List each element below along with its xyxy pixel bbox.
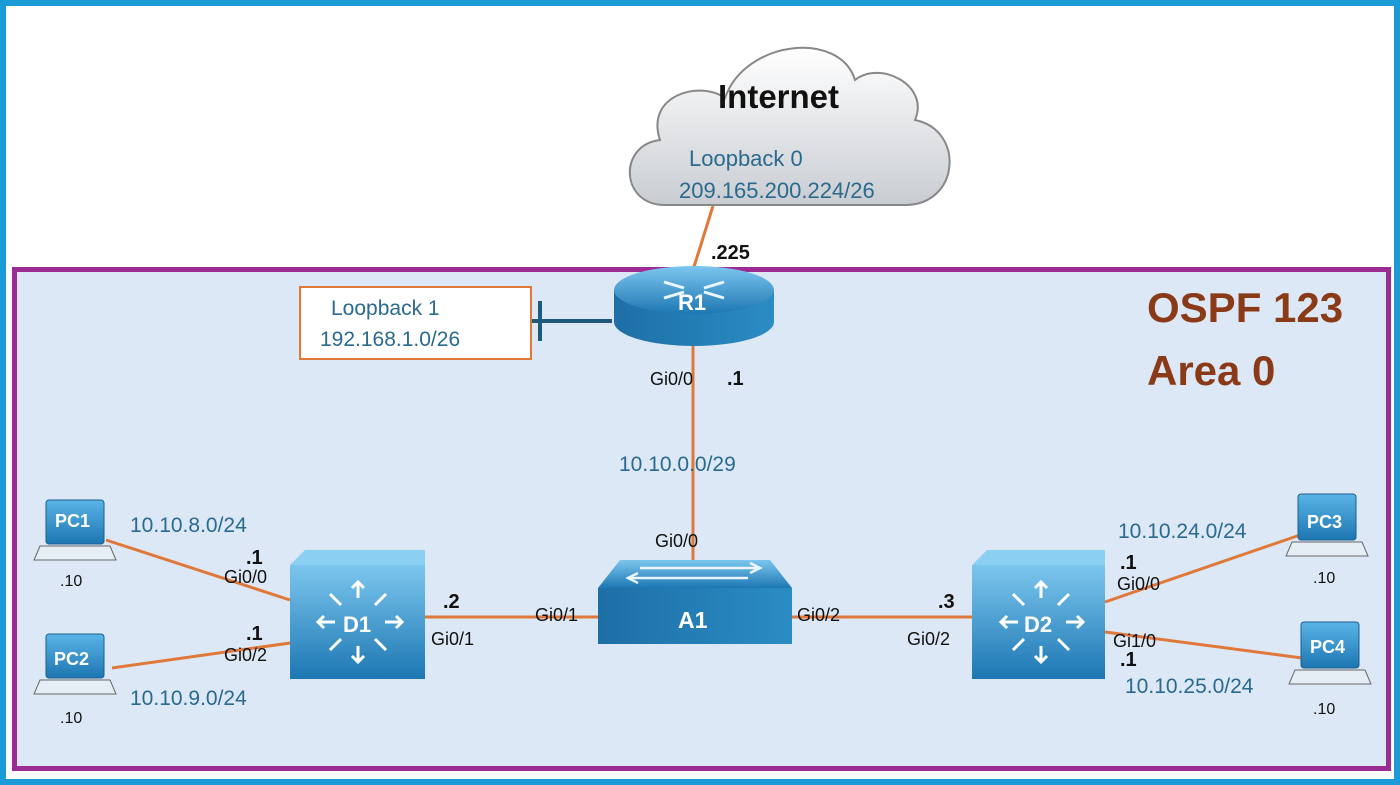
pc2-label: PC2 [54, 649, 90, 669]
r1-label: R1 [678, 290, 707, 315]
d1-pc1-port: Gi0/0 [224, 567, 268, 587]
r1-port: Gi0/0 [650, 369, 694, 389]
pc4-label: PC4 [1310, 637, 1346, 657]
d2-pc4-ip: .1 [1120, 649, 1137, 671]
d1-pc2-ip: .1 [246, 623, 263, 645]
internet-label: Internet [718, 78, 840, 115]
link-internet-r1 [691, 205, 715, 271]
router-r1-icon [614, 266, 774, 346]
pc3-network: 10.10.24.0/24 [1118, 520, 1247, 543]
pc4-network: 10.10.25.0/24 [1125, 675, 1254, 698]
switch-d2-icon [972, 550, 1105, 679]
d1-uplink-port: Gi0/1 [431, 629, 475, 649]
pc1-label: PC1 [55, 511, 91, 531]
d1-pc1-ip: .1 [246, 547, 263, 569]
pc1-host-ip: .10 [60, 573, 83, 590]
d1-uplink-ip: .2 [443, 591, 460, 613]
switch-d1-icon [290, 550, 425, 679]
internet-cloud-icon [628, 46, 951, 206]
link-pc1-d1 [105, 538, 291, 602]
a1-label: A1 [678, 607, 708, 633]
link-d2-pc3 [1104, 533, 1301, 604]
pc2-host-ip: .10 [60, 710, 83, 727]
pc1-network: 10.10.8.0/24 [130, 514, 247, 537]
d2-uplink-port: Gi0/2 [907, 629, 951, 649]
pc2-laptop-icon [33, 633, 117, 695]
links [105, 205, 1303, 670]
switch-a1-icon [598, 560, 792, 644]
d1-label: D1 [343, 612, 372, 637]
r1-upstream-ip: .225 [711, 242, 750, 264]
a1-port-up: Gi0/0 [655, 531, 699, 551]
a1-port-right: Gi0/2 [797, 605, 841, 625]
pc4-host-ip: .10 [1313, 701, 1336, 718]
d2-uplink-ip: .3 [938, 591, 955, 613]
a1-port-left: Gi0/1 [535, 605, 579, 625]
ospf-area-region [12, 267, 1391, 771]
d2-pc3-port: Gi0/0 [1117, 574, 1161, 594]
d2-pc3-ip: .1 [1120, 552, 1137, 574]
d2-label: D2 [1024, 612, 1053, 637]
r1-ip: .1 [727, 368, 744, 390]
d2-pc4-port: Gi1/0 [1113, 631, 1157, 651]
loopback1-box [299, 286, 532, 360]
pc4-laptop-icon [1288, 621, 1372, 685]
pc1-laptop-icon [33, 499, 117, 561]
pc2-network: 10.10.9.0/24 [130, 687, 247, 710]
pc3-laptop-icon [1285, 493, 1369, 557]
ospf-process-label: OSPF 123 [1147, 284, 1344, 331]
d1-pc2-port: Gi0/2 [224, 645, 268, 665]
ospf-area-label: Area 0 [1147, 347, 1276, 394]
loopback0-network: 209.165.200.224/26 [679, 178, 875, 203]
r1-a1-network: 10.10.0.0/29 [619, 453, 736, 476]
link-d2-pc4 [1104, 630, 1303, 660]
loopback1-network: 192.168.1.0/26 [320, 328, 461, 351]
loopback1-name: Loopback 1 [331, 297, 440, 320]
link-pc2-d1 [111, 641, 291, 670]
loopback0-name: Loopback 0 [689, 146, 803, 171]
pc3-label: PC3 [1307, 512, 1343, 532]
pc3-host-ip: .10 [1313, 570, 1336, 587]
